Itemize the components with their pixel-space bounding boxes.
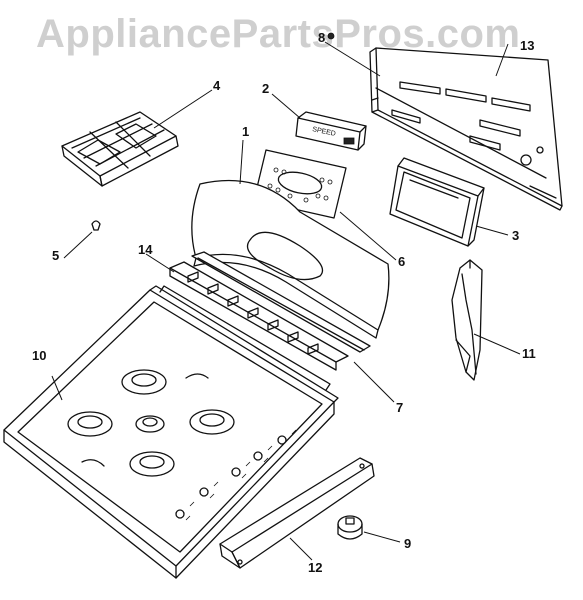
callout-5: 5 [52,248,59,263]
callout-labels: 4 2 1 8 13 3 5 6 14 11 10 7 9 12 [32,30,536,575]
part-5-bumper[interactable] [91,220,101,231]
burner-center [135,415,165,433]
callout-4: 4 [213,78,221,93]
knob-positions [175,429,297,521]
callout-6: 6 [398,254,405,269]
callout-2: 2 [262,81,269,96]
burner-left-front [67,411,113,437]
callout-9: 9 [404,536,411,551]
leader-lines [51,41,521,561]
burner-right-front [129,451,175,477]
callout-14: 14 [138,242,153,257]
callout-7: 7 [396,400,403,415]
watermark-text: AppliancePartsPros.com [36,12,521,56]
part-2-control-module[interactable]: SPEED [295,111,367,151]
callout-12: 12 [308,560,322,575]
part-4-burner-grate[interactable] [61,111,179,187]
callout-1: 1 [242,124,249,139]
part-10-cooktop[interactable] [3,285,339,579]
callout-8: 8 [318,30,325,45]
burner-left-rear [121,369,167,395]
callout-3: 3 [512,228,519,243]
part-3-display-housing[interactable] [389,157,485,247]
part-8-screw[interactable] [327,32,335,40]
part-11-side-bracket[interactable] [451,259,483,381]
part-7-trim-strip[interactable] [191,251,371,353]
part-1-control-panel[interactable] [191,179,390,339]
callout-10: 10 [32,348,46,363]
burner-right-rear [189,409,235,435]
callout-13: 13 [520,38,534,53]
part-9-control-knob[interactable] [337,515,363,540]
part-14-vent-strip[interactable] [169,261,349,371]
part-13-backguard-panel[interactable] [369,47,563,211]
part-12-support-rail[interactable] [219,457,375,569]
callout-11: 11 [522,346,536,361]
module-label: SPEED [312,126,337,138]
